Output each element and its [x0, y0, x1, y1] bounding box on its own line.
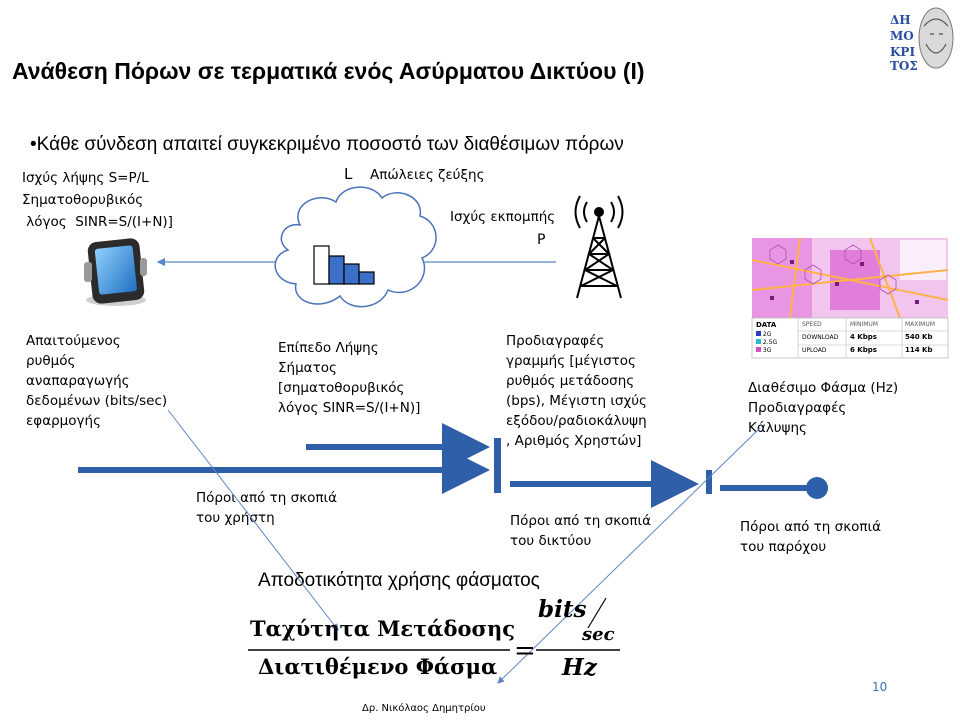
user-rate-connector	[167, 409, 339, 631]
map-legend-3g-label: 3G	[762, 347, 772, 354]
bullet-marker: •	[30, 134, 37, 155]
map-row-download-max: 540 Kb	[905, 333, 933, 341]
slide-title: Ανάθεση Πόρων σε τερματικά ενός Ασύρματο…	[12, 58, 645, 84]
bullet-point: •Κάθε σύνδεση απαιτεί συγκεκριμένο ποσοσ…	[30, 134, 624, 156]
svg-text:ΚΡΙ: ΚΡΙ	[890, 45, 915, 59]
university-logo: ΔΗ ΜΟ ΚΡΙ ΤΟΣ	[884, 4, 954, 74]
sinr-label-line1: Σηματοθορυβικός	[22, 192, 144, 208]
map-legend-2g: 2G	[756, 331, 771, 338]
efficiency-title: Αποδοτικότητα χρήσης φάσματος	[258, 570, 540, 591]
spectrum-label: Διαθέσιμο Φάσμα (Hz) Προδιαγραφές Κάλυψη…	[748, 380, 899, 436]
rx-power-label: Ισχύς λήψης S=P/L	[22, 170, 149, 186]
page-number: 10	[872, 680, 888, 694]
map-header-max: MAXIMUM	[905, 321, 935, 328]
provider-bar	[706, 470, 712, 494]
formula-numerator: Ταχύτητα Μετάδοσης	[250, 616, 516, 641]
radio-tower-icon	[574, 195, 624, 299]
map-legend-25g-label: 2.5G	[762, 339, 778, 346]
formula-bits: bits	[538, 596, 587, 623]
formula-denominator: Διατιθέμενο Φάσμα	[258, 654, 498, 679]
svg-text:=: =	[514, 636, 536, 666]
map-row-upload-max: 114 Kb	[905, 346, 933, 354]
link-specs-label: Προδιαγραφές γραμμής [μέγιστος ρυθμός με…	[506, 333, 647, 449]
tx-power-symbol: P	[537, 232, 546, 248]
map-row-upload-label: UPLOAD	[802, 347, 827, 354]
svg-text:ΜΟ: ΜΟ	[890, 29, 914, 43]
signal-level-label: Επίπεδο Λήψης Σήματος [σηματοθορυβικός λ…	[278, 340, 421, 416]
map-row-download-label: DOWNLOAD	[802, 334, 839, 341]
author-footer: Δρ. Νικόλαος Δημητρίου	[362, 703, 486, 714]
map-row-download-min: 4 Kbps	[850, 333, 877, 341]
map-legend-2g-label: 2G	[762, 331, 772, 338]
provider-view-label: Πόροι από τη σκοπιά του παρόχου	[740, 519, 882, 555]
path-loss-symbol: L	[344, 165, 353, 183]
network-view-label: Πόροι από τη σκοπιά του δικτύου	[510, 513, 652, 549]
coverage-map	[751, 237, 949, 359]
user-requirement-label: Απαιτούμενος ρυθμός αναπαραγωγής δεδομέν…	[26, 333, 168, 429]
signal-bars-icon	[313, 245, 375, 285]
network-bar	[494, 438, 501, 493]
formula-hz: Hz	[562, 654, 597, 681]
bullet-text: Κάθε σύνδεση απαιτεί συγκεκριμένο ποσοστ…	[36, 134, 624, 155]
map-header-speed: SPEED	[802, 321, 822, 328]
map-legend-3g: 3G	[756, 347, 771, 354]
user-view-label: Πόροι από τη σκοπιά του χρήστη	[196, 490, 338, 526]
map-header-data: DATA	[756, 321, 777, 329]
sinr-label-line2: λόγος SINR=S/(I+N)]	[22, 214, 173, 230]
spectrum-connector	[497, 427, 761, 684]
cloud-icon	[274, 186, 437, 308]
provider-endpoint	[806, 477, 828, 499]
path-loss-label: Απώλειες ζεύξης	[370, 167, 485, 183]
map-row-upload-min: 6 Kbps	[850, 346, 877, 354]
formula-sec: sec	[582, 624, 615, 645]
svg-text:ΔΗ: ΔΗ	[890, 13, 911, 27]
svg-text:ΤΟΣ: ΤΟΣ	[890, 59, 918, 73]
phone-icon	[84, 238, 147, 306]
map-legend-25g: 2.5G	[756, 339, 777, 346]
tx-power-label: Ισχύς εκπομπής	[450, 209, 556, 225]
map-header-min: MINIMUM	[850, 321, 878, 328]
